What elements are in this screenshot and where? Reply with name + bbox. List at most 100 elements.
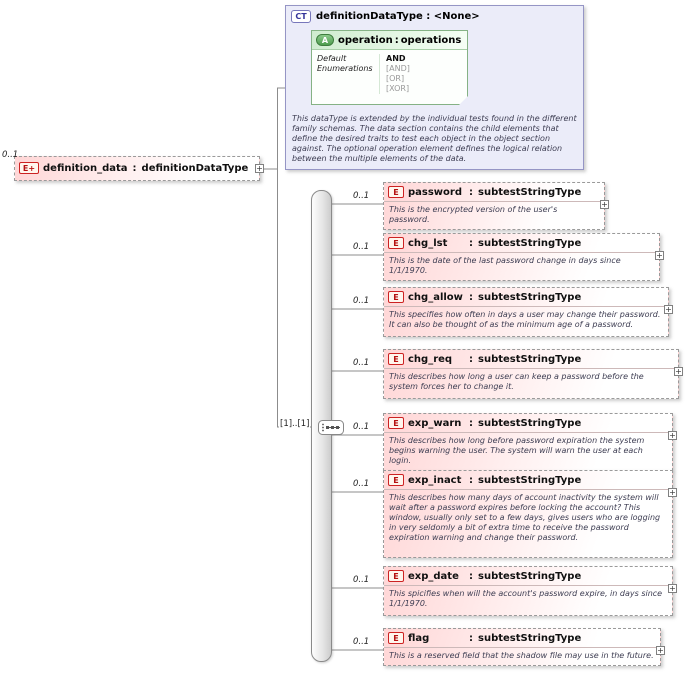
element-box-definition-data[interactable]: E+ definition_data : definitionDataType … [14,156,264,181]
expand-handle[interactable]: + [255,164,264,173]
element-colon: : [469,186,473,198]
element-header: E chg_allow : subtestStringType [384,288,668,307]
expand-handle[interactable]: + [655,251,664,260]
element-documentation: This describes how many days of account … [389,493,661,542]
expand-handle[interactable]: + [600,200,609,209]
complextype-box[interactable]: CT definitionDataType : <None> A operati… [285,5,584,170]
attribute-default-value: AND [386,54,406,63]
element-header: E chg_lst : subtestStringType [384,234,659,253]
element-name: exp_warn [408,417,462,429]
element-colon: : [469,353,473,365]
element-type: subtestStringType [478,237,582,249]
attribute-enum-value: [XOR] [386,84,410,93]
element-box-chg-allow[interactable]: E chg_allow : subtestStringType This spe… [383,287,673,337]
element-documentation: This describes how long before password … [389,436,645,465]
complextype-documentation: This dataType is extended by the individ… [292,114,577,163]
attribute-enum-value: [AND] [386,64,410,73]
expand-handle[interactable]: + [656,646,665,655]
attribute-header: A operation : operations [312,31,467,50]
element-colon: : [469,474,473,486]
element-documentation: This is the date of the last password ch… [389,256,621,275]
attribute-colon: : [394,34,399,46]
element-type: subtestStringType [478,632,582,644]
attribute-facets: Default Enumerations AND [AND] [OR] [XOR… [312,50,467,104]
element-box-password[interactable]: E password : subtestStringType This is t… [383,182,609,230]
attribute-default-label: Default [317,54,347,63]
attribute-box[interactable]: A operation : operations Default Enumera… [311,30,468,105]
cardinality-label: 0..1 [353,575,370,585]
element-icon: E [388,632,404,644]
attribute-type: operations [400,34,462,46]
element-name: password [408,186,463,198]
element-icon: E+ [19,162,39,174]
element-header: E chg_req : subtestStringType [384,350,678,369]
cardinality-label: 0..1 [353,637,370,647]
element-type: subtestStringType [478,186,582,198]
element-name: chg_allow [408,291,463,303]
element-colon: : [469,632,473,644]
element-header: E password : subtestStringType [384,183,604,202]
element-icon: E [388,291,404,303]
element-box-exp-inact[interactable]: E exp_inact : subtestStringType This des… [383,470,677,558]
element-name: exp_inact [408,474,462,486]
element-box-flag[interactable]: E flag : subtestStringType This is a res… [383,628,665,666]
element-name: flag [408,632,430,644]
element-box-chg-req[interactable]: E chg_req : subtestStringType This descr… [383,349,683,399]
element-icon: E [388,186,404,198]
cardinality-label: 0..1 [353,358,370,368]
element-colon: : [132,162,137,174]
element-icon: E [388,474,404,486]
element-box-chg-lst[interactable]: E chg_lst : subtestStringType This is th… [383,233,664,281]
element-icon: E [388,570,404,582]
element-documentation: This specifies how often in days a user … [389,310,661,329]
element-name: chg_lst [408,237,448,249]
attribute-enum-value: [OR] [386,74,405,83]
sequence-occurrence-label: [1]..[1] [279,419,311,429]
element-icon: E [388,417,404,429]
element-colon: : [469,417,473,429]
attribute-icon: A [316,34,334,46]
expand-handle[interactable]: + [664,305,673,314]
element-icon: E [388,237,404,249]
complextype-header: CT definitionDataType : <None> [286,6,583,27]
element-name: exp_date [408,570,459,582]
element-box-exp-warn[interactable]: E exp_warn : subtestStringType This desc… [383,413,677,471]
complextype-title: definitionDataType : <None> [316,11,480,22]
element-header: E exp_warn : subtestStringType [384,414,672,433]
cardinality-label: 0..1 [353,191,370,201]
element-type: subtestStringType [478,570,582,582]
element-documentation: This describes how long a user can keep … [389,372,644,391]
cardinality-label: 0..1 [2,150,19,160]
attribute-name: operation [338,34,393,46]
element-documentation: This spicifies when will the account's p… [389,589,663,608]
complextype-icon: CT [291,10,311,23]
element-documentation: This is a reserved field that the shadow… [389,651,654,660]
element-type: subtestStringType [478,417,582,429]
expand-handle[interactable]: + [668,431,677,440]
expand-handle[interactable]: + [668,488,677,497]
sequence-icon[interactable] [318,420,344,435]
element-type: subtestStringType [478,291,582,303]
element-name: definition_data [43,162,128,174]
element-header: E exp_inact : subtestStringType [384,471,672,490]
cardinality-label: 0..1 [353,296,370,306]
element-name: chg_req [408,353,453,365]
element-colon: : [469,237,473,249]
element-header: E flag : subtestStringType [384,629,660,648]
cardinality-label: 0..1 [353,479,370,489]
element-header: E exp_date : subtestStringType [384,567,672,586]
element-colon: : [469,570,473,582]
expand-handle[interactable]: + [668,584,677,593]
element-type: definitionDataType [141,162,249,174]
attribute-enumerations-label: Enumerations [317,64,373,73]
element-icon: E [388,353,404,365]
element-type: subtestStringType [478,474,582,486]
element-colon: : [469,291,473,303]
element-type: subtestStringType [478,353,582,365]
element-box-exp-date[interactable]: E exp_date : subtestStringType This spic… [383,566,677,616]
element-header: E+ definition_data : definitionDataType [15,157,259,177]
element-documentation: This is the encrypted version of the use… [389,205,558,224]
cardinality-label: 0..1 [353,422,370,432]
expand-handle[interactable]: + [674,367,683,376]
